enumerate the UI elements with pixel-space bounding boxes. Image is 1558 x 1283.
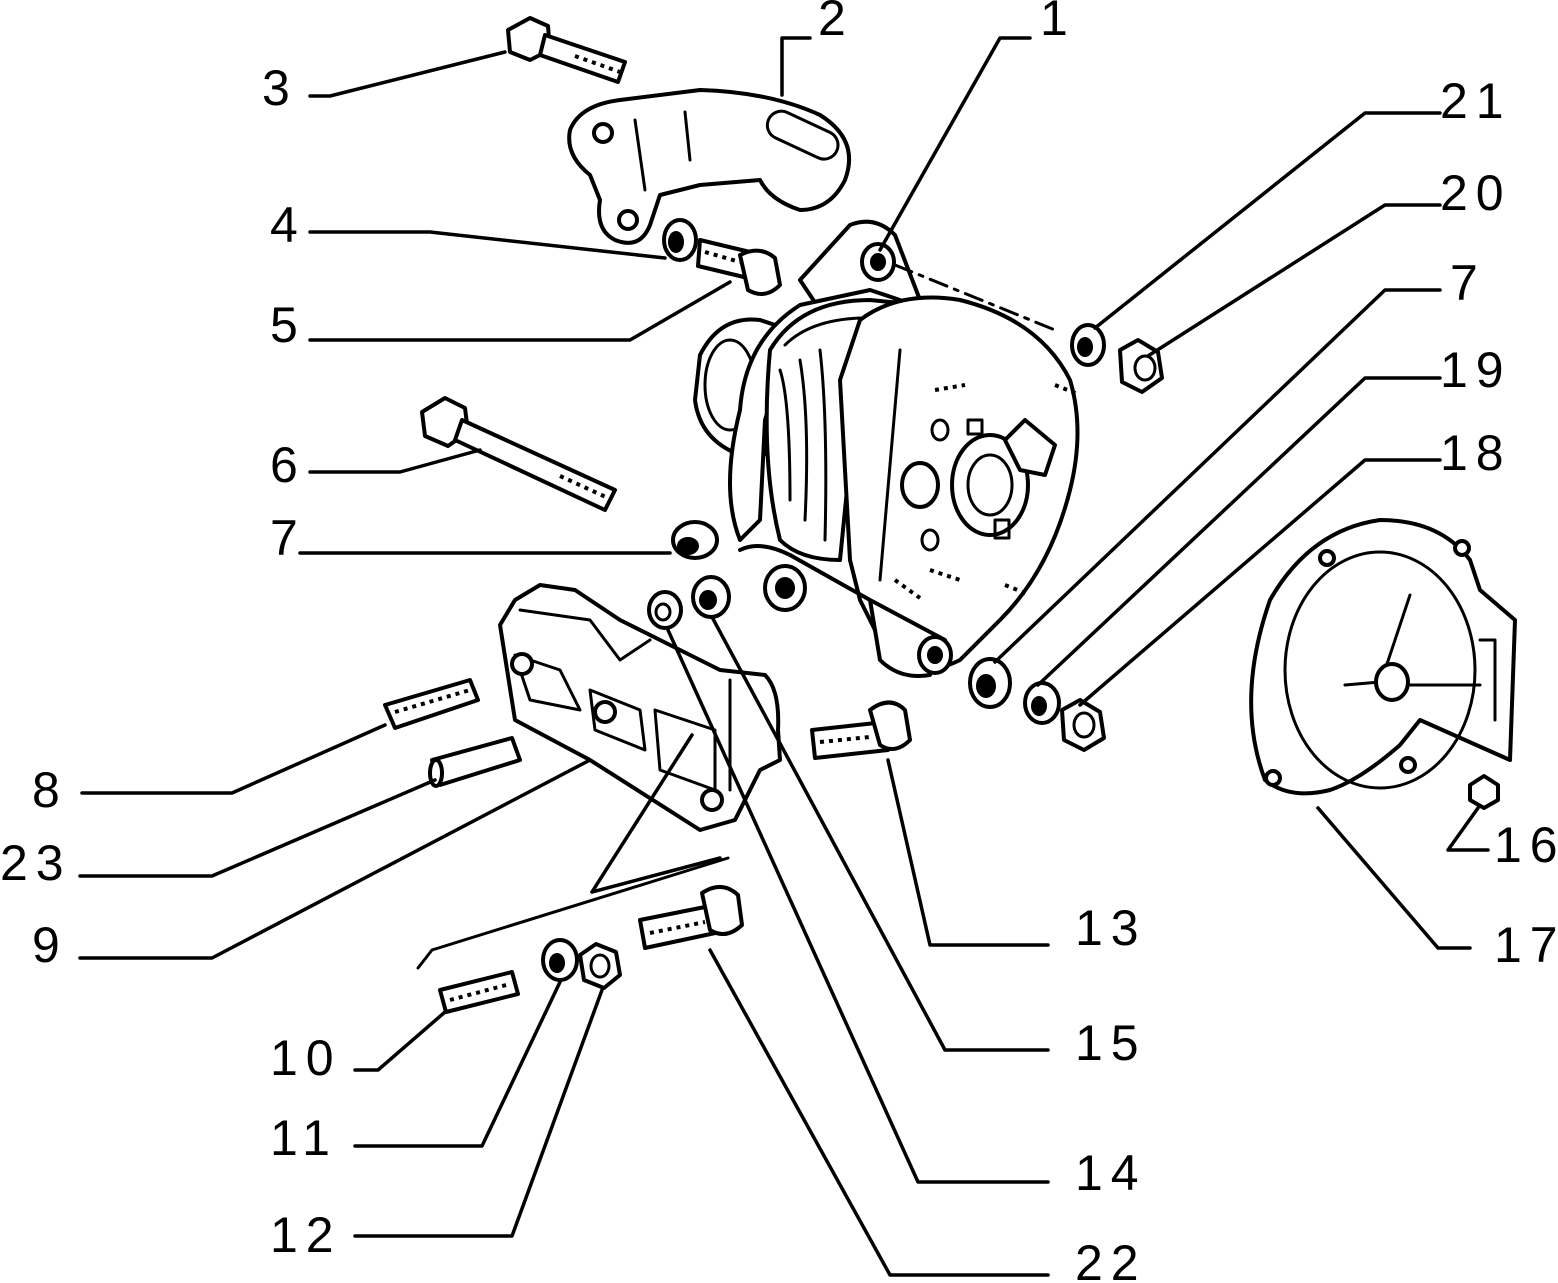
leader-13 xyxy=(886,758,1050,947)
leader-9-branch xyxy=(590,733,722,894)
callout-18: 18 xyxy=(1440,425,1512,481)
part-13-bolt xyxy=(810,700,912,760)
callout-20: 20 xyxy=(1440,165,1512,221)
leader-10 xyxy=(353,1010,447,1072)
part-19-washer xyxy=(1023,681,1061,725)
callout-22: 22 xyxy=(1075,1235,1147,1283)
part-22-bolt xyxy=(638,885,744,950)
part-20-nut xyxy=(1118,338,1164,394)
part-5-bolt xyxy=(696,238,782,296)
part-8-stud xyxy=(383,678,480,730)
leader-11 xyxy=(353,980,562,1148)
leader-19 xyxy=(1036,376,1442,687)
callout-7-right: 7 xyxy=(1450,255,1486,311)
part-3-bolt xyxy=(506,16,627,84)
part-4-washer xyxy=(662,218,698,262)
callout-1: 1 xyxy=(1040,0,1076,46)
part-16-nut xyxy=(1468,774,1500,810)
leader-18 xyxy=(1078,458,1442,707)
leader-6 xyxy=(308,448,482,474)
part-6-long-bolt xyxy=(420,396,617,512)
leader-7-right xyxy=(993,288,1442,664)
leader-20 xyxy=(1146,203,1442,358)
leader-21 xyxy=(1093,111,1442,330)
callout-14: 14 xyxy=(1075,1145,1147,1201)
leader-17 xyxy=(1316,806,1472,950)
leader-12 xyxy=(353,988,604,1238)
callout-7-left: 7 xyxy=(270,510,306,566)
leader-14 xyxy=(666,628,1050,1184)
part-11-washer xyxy=(541,938,579,982)
part-1-alternator xyxy=(693,219,1081,678)
part-7-washer-left xyxy=(671,520,719,560)
part-23-pin xyxy=(428,736,522,788)
callout-6: 6 xyxy=(270,437,306,493)
callout-21: 21 xyxy=(1440,73,1512,129)
callout-19: 19 xyxy=(1440,342,1512,398)
leader-4 xyxy=(308,230,667,260)
part-14-washer xyxy=(647,590,683,630)
callout-2: 2 xyxy=(818,0,854,46)
part-12-nut xyxy=(578,942,622,990)
part-2-bracket xyxy=(567,88,852,245)
leader-23 xyxy=(78,778,437,878)
leader-lines xyxy=(78,36,1490,1277)
callout-23: 23 xyxy=(0,835,72,891)
callout-15: 15 xyxy=(1075,1015,1147,1071)
part-9-support-bracket xyxy=(498,583,782,832)
callout-12: 12 xyxy=(270,1207,342,1263)
callout-3: 3 xyxy=(262,60,298,116)
callout-13: 13 xyxy=(1075,900,1147,956)
leader-3 xyxy=(308,50,507,98)
callout-4: 4 xyxy=(270,197,306,253)
leader-5 xyxy=(308,280,732,342)
part-21-washer xyxy=(1070,323,1106,367)
part-17-rear-cover xyxy=(1249,518,1517,796)
callout-10: 10 xyxy=(270,1030,342,1086)
callout-9: 9 xyxy=(32,917,68,973)
assembly-guide-lines xyxy=(416,856,730,970)
part-18-nut xyxy=(1060,698,1106,752)
leader-9 xyxy=(78,758,592,960)
part-15-washer xyxy=(691,575,731,619)
leader-15 xyxy=(710,615,1050,1052)
leader-22 xyxy=(708,948,1050,1277)
leader-1 xyxy=(878,36,1032,252)
callout-5: 5 xyxy=(270,297,306,353)
leader-2 xyxy=(780,36,812,97)
callout-8: 8 xyxy=(32,762,68,818)
callout-16: 16 xyxy=(1494,817,1558,873)
leader-8 xyxy=(80,723,387,795)
part-7-washer-right xyxy=(968,657,1012,709)
leader-16 xyxy=(1446,806,1490,852)
callout-11: 11 xyxy=(270,1110,338,1166)
callout-17: 17 xyxy=(1494,917,1558,973)
part-10-stud xyxy=(438,970,520,1014)
